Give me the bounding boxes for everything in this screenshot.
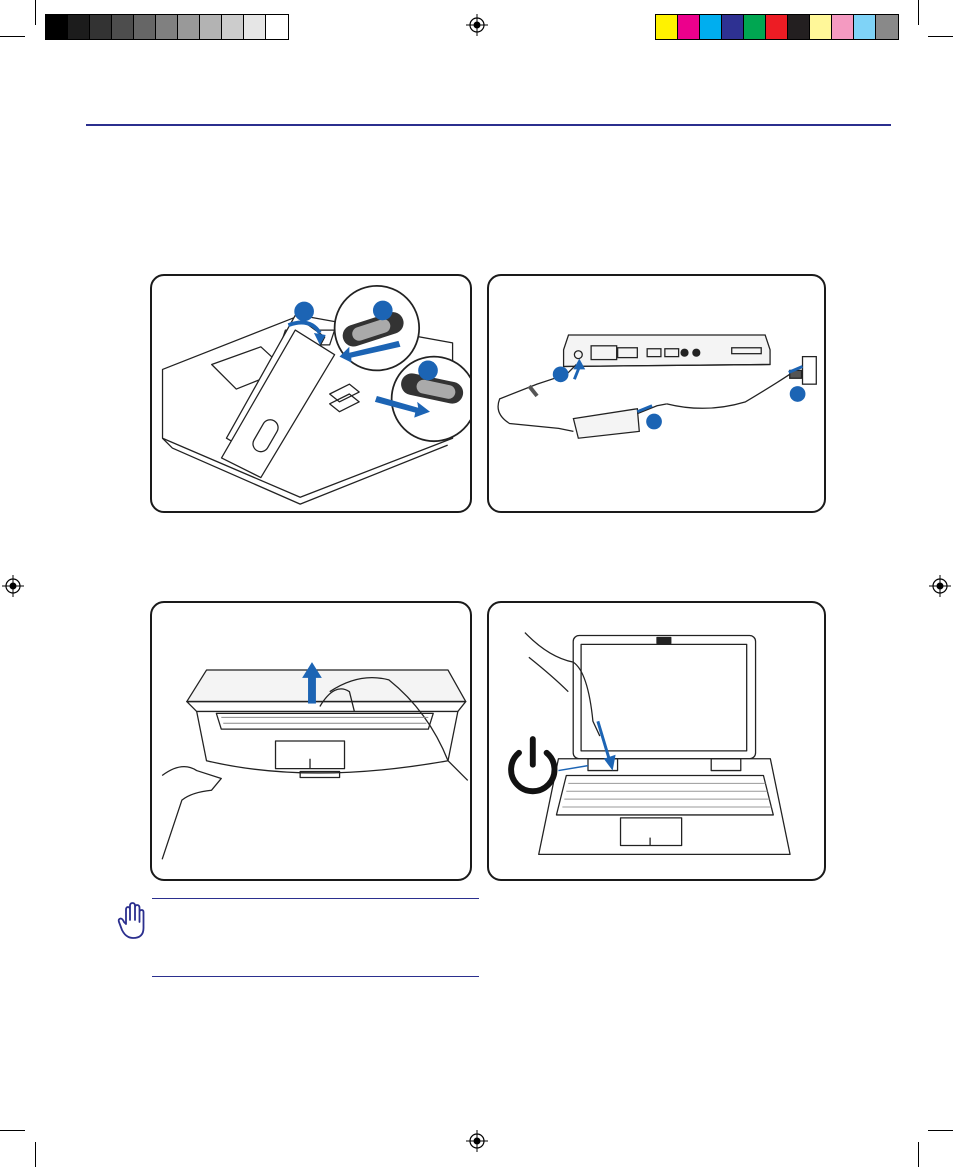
open-lid-drawing bbox=[152, 603, 470, 879]
process-swatch-5 bbox=[744, 15, 766, 39]
power-on-illustration bbox=[487, 601, 826, 881]
process-swatch-2 bbox=[678, 15, 700, 39]
process-swatch-9 bbox=[832, 15, 854, 39]
process-swatch-7 bbox=[788, 15, 810, 39]
step-badge-2 bbox=[373, 301, 393, 321]
process-swatch-1 bbox=[656, 15, 678, 39]
registration-mark-left bbox=[2, 575, 24, 597]
grayscale-swatch-9 bbox=[222, 15, 244, 39]
grayscale-swatch-11 bbox=[266, 15, 288, 39]
adapter-drawing bbox=[489, 276, 824, 511]
header-rule bbox=[86, 124, 891, 126]
grayscale-swatch-5 bbox=[134, 15, 156, 39]
registration-mark-right bbox=[929, 575, 951, 597]
raised-hand-icon bbox=[116, 902, 150, 940]
process-swatch-10 bbox=[854, 15, 876, 39]
step-badge-adapter-1 bbox=[553, 366, 569, 382]
install-battery-illustration bbox=[150, 274, 472, 513]
step-badge-3 bbox=[418, 361, 438, 381]
power-symbol-icon bbox=[511, 739, 554, 791]
note-top-rule bbox=[152, 898, 479, 899]
grayscale-color-bar bbox=[45, 14, 289, 40]
grayscale-swatch-10 bbox=[244, 15, 266, 39]
note-bottom-rule bbox=[152, 976, 479, 977]
step-badge-adapter-2 bbox=[646, 414, 662, 430]
grayscale-swatch-8 bbox=[200, 15, 222, 39]
grayscale-swatch-1 bbox=[46, 15, 68, 39]
grayscale-swatch-6 bbox=[156, 15, 178, 39]
process-swatch-3 bbox=[700, 15, 722, 39]
grayscale-swatch-4 bbox=[112, 15, 134, 39]
battery-drawing bbox=[152, 276, 470, 511]
process-swatch-6 bbox=[766, 15, 788, 39]
grayscale-swatch-2 bbox=[68, 15, 90, 39]
process-swatch-8 bbox=[810, 15, 832, 39]
process-swatch-4 bbox=[722, 15, 744, 39]
grayscale-swatch-7 bbox=[178, 15, 200, 39]
registration-mark-bottom bbox=[466, 1130, 488, 1152]
connect-ac-adapter-illustration bbox=[487, 274, 826, 513]
power-button-drawing bbox=[489, 603, 824, 879]
process-color-bar bbox=[655, 14, 899, 40]
registration-mark-top bbox=[466, 14, 488, 36]
open-display-illustration bbox=[150, 601, 472, 881]
step-badge-adapter-3 bbox=[790, 386, 806, 402]
process-swatch-11 bbox=[876, 15, 898, 39]
step-badge-1 bbox=[294, 302, 314, 322]
grayscale-swatch-3 bbox=[90, 15, 112, 39]
